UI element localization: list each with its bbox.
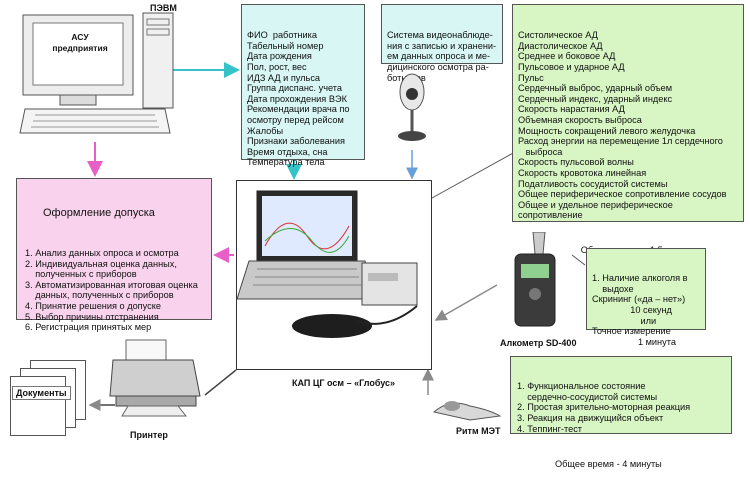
arrow-device-to-printer [204, 369, 237, 396]
alcometer-illustration [505, 231, 565, 332]
cardio-params-line: Скорость пульсовой волны [518, 157, 634, 168]
pc-top-label: ПЭВМ [150, 3, 177, 13]
ritm-line: 3. Реакция на движущийся объект [517, 412, 664, 423]
worker-data-line: Пол, рост, вес [247, 61, 307, 72]
video-system-line: ния с записью и хранени- [387, 40, 497, 51]
ritm-lines: 1. Функциональное состояние сердечно-сос… [517, 381, 725, 434]
admission-line: данных, полученных с приборов [25, 290, 174, 301]
ritm-line: сердечно-сосудистой системы [517, 391, 658, 402]
video-system-box: Система видеонаблюде-ния с записью и хра… [381, 4, 503, 83]
webcam-illustration [392, 70, 432, 150]
cardio-params-line: Среднее и боковое АД [518, 51, 616, 62]
pc-screen-label: АСУ предприятия [52, 32, 108, 53]
main-device-label: КАП ЦГ осм – «Глобус» [292, 378, 396, 388]
main-device-box [236, 180, 432, 370]
ritm-line: 2. Простая зрительно-моторная реакция [517, 402, 691, 413]
arrow-cardio-to-device [431, 151, 516, 199]
kap-device-illustration [236, 190, 418, 338]
arrow-alco-to-device [434, 284, 498, 321]
arrow-alcobox-link [571, 254, 586, 266]
ritm-label: Ритм МЭТ [456, 426, 501, 436]
admission-line: 4. Принятие решения о допуске [25, 300, 161, 311]
cardio-params-line: Диастолическое АД [518, 40, 603, 51]
cardio-params-line: Податливость сосудистой системы [518, 178, 668, 189]
admission-line: 3. Автоматизированная итоговая оценка [25, 279, 198, 290]
cardio-params-line: Мощность сокращений левого желудочка [518, 125, 696, 136]
cardio-params-line: Расход энергии на перемещение 1л сердечн… [518, 136, 723, 147]
worker-data-line: Температура тела [247, 157, 325, 168]
cardio-params-line: Пульсовое и ударное АД [518, 61, 625, 72]
worker-data-line: Признаки заболевания [247, 136, 345, 147]
alcometer-line: или [592, 315, 657, 326]
worker-data-line: Табельный номер [247, 40, 324, 51]
cardio-params-line: Объемная скорость выброса [518, 114, 642, 125]
printer-label: Принтер [130, 430, 168, 440]
alcometer-line: выдохе [592, 283, 634, 294]
cardio-params-line: выброса [518, 146, 563, 157]
alcometer-label: Алкометр SD-400 [500, 338, 577, 348]
ritm-illustration [430, 392, 505, 422]
admission-line: 2. Индивидуальная оценка данных, [25, 258, 177, 269]
admission-line: 1. Анализ данных опроса и осмотра [25, 247, 179, 258]
worker-data-line: Время отдыха, сна [247, 146, 328, 157]
worker-data-line: Рекомендации врача по [247, 104, 350, 115]
cardio-params-line: Сердечный выброс, ударный объем [518, 83, 673, 94]
ritm-box: 1. Функциональное состояние сердечно-сос… [510, 356, 732, 469]
cardio-params-line: Пульс [518, 72, 544, 83]
worker-data-line: Дата прохождения ВЭК [247, 93, 347, 104]
video-system-line: дицинского осмотра ра- [387, 61, 489, 72]
cardio-params-line: Общее и удельное периферическое [518, 199, 673, 210]
alcometer-line: Скрининг («да – нет») [592, 294, 686, 305]
alcometer-line: Точное измерение [592, 326, 671, 337]
cardio-params-line: сопротивление [518, 210, 583, 221]
alcometer-line: 1 минута [592, 336, 676, 347]
worker-data-line: ФИО работника [247, 30, 317, 41]
admission-line: 6. Регистрация принятых мер [25, 322, 152, 333]
video-system-line: Система видеонаблюде- [387, 30, 493, 41]
ritm-line: 1. Функциональное состояние [517, 381, 646, 392]
worker-data-line: Жалобы [247, 125, 284, 136]
video-system-line: ем данных опроса и ме- [387, 51, 491, 62]
pc-illustration [15, 5, 175, 145]
cardio-params-line: Скорость кровотока линейная [518, 167, 647, 178]
worker-data-line: ИДЗ АД и пульса [247, 72, 321, 83]
documents-front-page [10, 376, 66, 436]
documents-label: Документы [12, 386, 71, 400]
admission-line: 5. Выбор причины отстранения [25, 311, 159, 322]
admission-title: Оформление допуска [43, 207, 155, 220]
worker-data-line: Дата рождения [247, 51, 312, 62]
connectors [87, 62, 586, 411]
alcometer-line: 10 секунд [592, 304, 672, 315]
cardio-params-line: Общее периферическое сопротивление сосуд… [518, 189, 727, 200]
admission-box: Оформление допуска 1. Анализ данных опро… [16, 178, 212, 332]
ritm-total: Общее время - 4 минуты [555, 459, 662, 470]
cardio-params-line: Систолическое АД [518, 30, 598, 41]
cardio-params-line: Скорость нарастания АД [518, 104, 625, 115]
alcometer-line: 1. Наличие алкоголя в [592, 273, 688, 284]
worker-data-line: осмотру перед рейсом [247, 114, 344, 125]
ritm-line: 4. Теппинг-тест [517, 423, 583, 434]
cardio-params-line: Сердечный индекс, ударный индекс [518, 93, 673, 104]
worker-data-line: Группа диспанс. учета [247, 83, 343, 94]
admission-line: полученных с приборов [25, 269, 137, 280]
printer-illustration [108, 338, 203, 418]
